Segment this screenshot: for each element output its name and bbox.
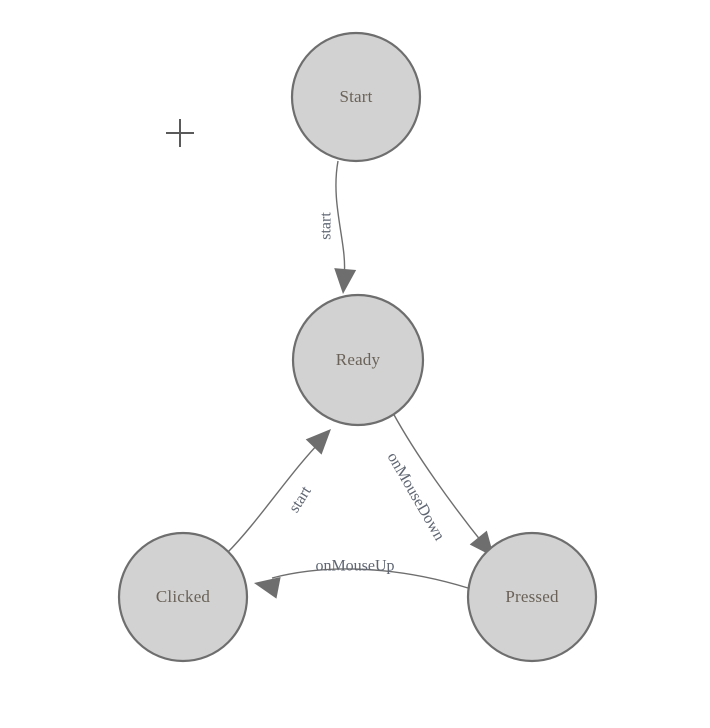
edge-label-clicked-to-ready: start xyxy=(286,483,315,516)
edge-start-to-ready[interactable]: start xyxy=(318,160,357,295)
edge-pressed-to-clicked[interactable]: onMouseUp xyxy=(252,558,469,599)
edge-label-ready-to-pressed: onMouseDown xyxy=(384,450,448,544)
node-label-start: Start xyxy=(339,87,372,106)
edge-line-ready-to-pressed xyxy=(392,412,486,547)
node-pressed[interactable]: Pressed xyxy=(466,531,598,663)
edge-label-pressed-to-clicked: onMouseUp xyxy=(315,558,394,575)
node-circle-pressed[interactable] xyxy=(466,531,598,663)
node-label-clicked: Clicked xyxy=(156,587,211,606)
canvas-origin-marker xyxy=(166,119,194,147)
edge-arrowhead-start-to-ready xyxy=(334,268,357,294)
node-circle-clicked[interactable] xyxy=(117,531,249,663)
node-label-pressed: Pressed xyxy=(505,587,559,606)
edge-label-start-to-ready: start xyxy=(318,212,335,240)
edge-arrowhead-pressed-to-clicked xyxy=(254,576,281,599)
node-clicked[interactable]: Clicked xyxy=(117,531,249,663)
node-circle-start[interactable] xyxy=(290,31,422,163)
edge-ready-to-pressed[interactable]: onMouseDown xyxy=(384,412,503,564)
node-label-ready: Ready xyxy=(336,350,381,369)
node-ready[interactable]: Ready xyxy=(291,293,425,427)
edge-arrowhead-clicked-to-ready xyxy=(305,429,331,455)
edge-clicked-to-ready[interactable]: start xyxy=(226,421,339,554)
edge-line-clicked-to-ready xyxy=(226,439,323,554)
edge-line-start-to-ready xyxy=(335,160,346,278)
node-start[interactable]: Start xyxy=(290,31,422,163)
edge-line-pressed-to-clicked xyxy=(271,568,469,589)
node-circle-ready[interactable] xyxy=(291,293,425,427)
